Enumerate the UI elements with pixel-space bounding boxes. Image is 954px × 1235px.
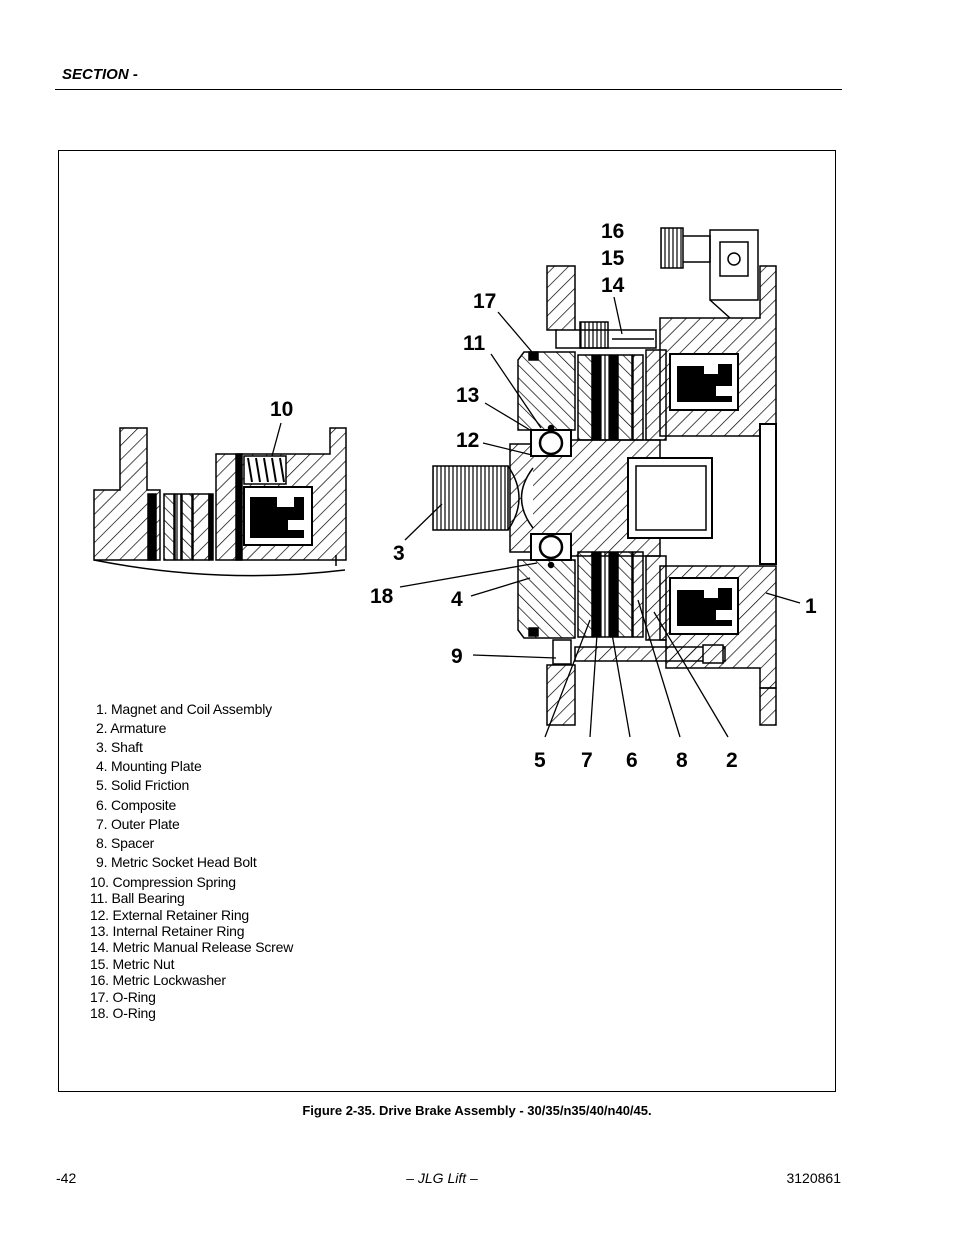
callout-7: 7 xyxy=(581,749,593,772)
document-number: 3120861 xyxy=(786,1170,841,1186)
callout-13: 13 xyxy=(456,384,479,407)
legend-item: 8. Spacer xyxy=(96,835,155,851)
spring-detail-view xyxy=(93,427,347,577)
legend-item: 12. External Retainer Ring xyxy=(90,907,249,923)
callout-2: 2 xyxy=(726,749,738,772)
callout-numbers: 16 15 14 17 11 13 12 10 3 18 4 1 9 5 7 6… xyxy=(270,220,817,772)
header-rule xyxy=(55,89,842,90)
legend-item: 14. Metric Manual Release Screw xyxy=(90,939,294,955)
legend-item: 9. Metric Socket Head Bolt xyxy=(96,854,257,870)
legend-item: 3. Shaft xyxy=(96,739,143,755)
callout-12: 12 xyxy=(456,429,479,452)
callout-16: 16 xyxy=(601,220,624,243)
callout-14: 14 xyxy=(601,274,625,297)
legend-item: 6. Composite xyxy=(96,797,177,813)
page-number: -42 xyxy=(56,1170,77,1186)
legend-item: 4. Mounting Plate xyxy=(96,758,202,774)
callout-15: 15 xyxy=(601,247,625,270)
figure-caption: Figure 2-35. Drive Brake Assembly - 30/3… xyxy=(302,1103,652,1118)
legend-item: 16. Metric Lockwasher xyxy=(90,972,226,988)
legend-item: 7. Outer Plate xyxy=(96,816,180,832)
callout-9: 9 xyxy=(451,645,463,668)
figure-frame xyxy=(58,150,836,1092)
legend-item: 18. O-Ring xyxy=(90,1005,156,1021)
footer-brand: – JLG Lift – xyxy=(406,1170,478,1186)
legend-item: 15. Metric Nut xyxy=(90,956,175,972)
legend-item: 1. Magnet and Coil Assembly xyxy=(96,701,272,717)
callout-8: 8 xyxy=(676,749,688,772)
legend-item: 13. Internal Retainer Ring xyxy=(90,923,245,939)
legend-item: 10. Compression Spring xyxy=(90,874,236,890)
brake-cross-section xyxy=(432,227,777,726)
callout-11: 11 xyxy=(463,332,486,355)
callout-18: 18 xyxy=(370,585,394,608)
callout-10: 10 xyxy=(270,398,293,421)
callout-5: 5 xyxy=(534,749,546,772)
callout-3: 3 xyxy=(393,542,405,565)
callout-1: 1 xyxy=(805,595,817,618)
legend-item: 17. O-Ring xyxy=(90,989,156,1005)
callout-4: 4 xyxy=(451,588,463,611)
leader-lines xyxy=(271,296,801,738)
legend-item: 11. Ball Bearing xyxy=(90,890,185,906)
legend-item: 2. Armature xyxy=(96,720,167,736)
section-header: SECTION - xyxy=(62,66,138,83)
legend-item: 5. Solid Friction xyxy=(96,777,190,793)
callout-17: 17 xyxy=(473,290,496,313)
callout-6: 6 xyxy=(626,749,638,772)
